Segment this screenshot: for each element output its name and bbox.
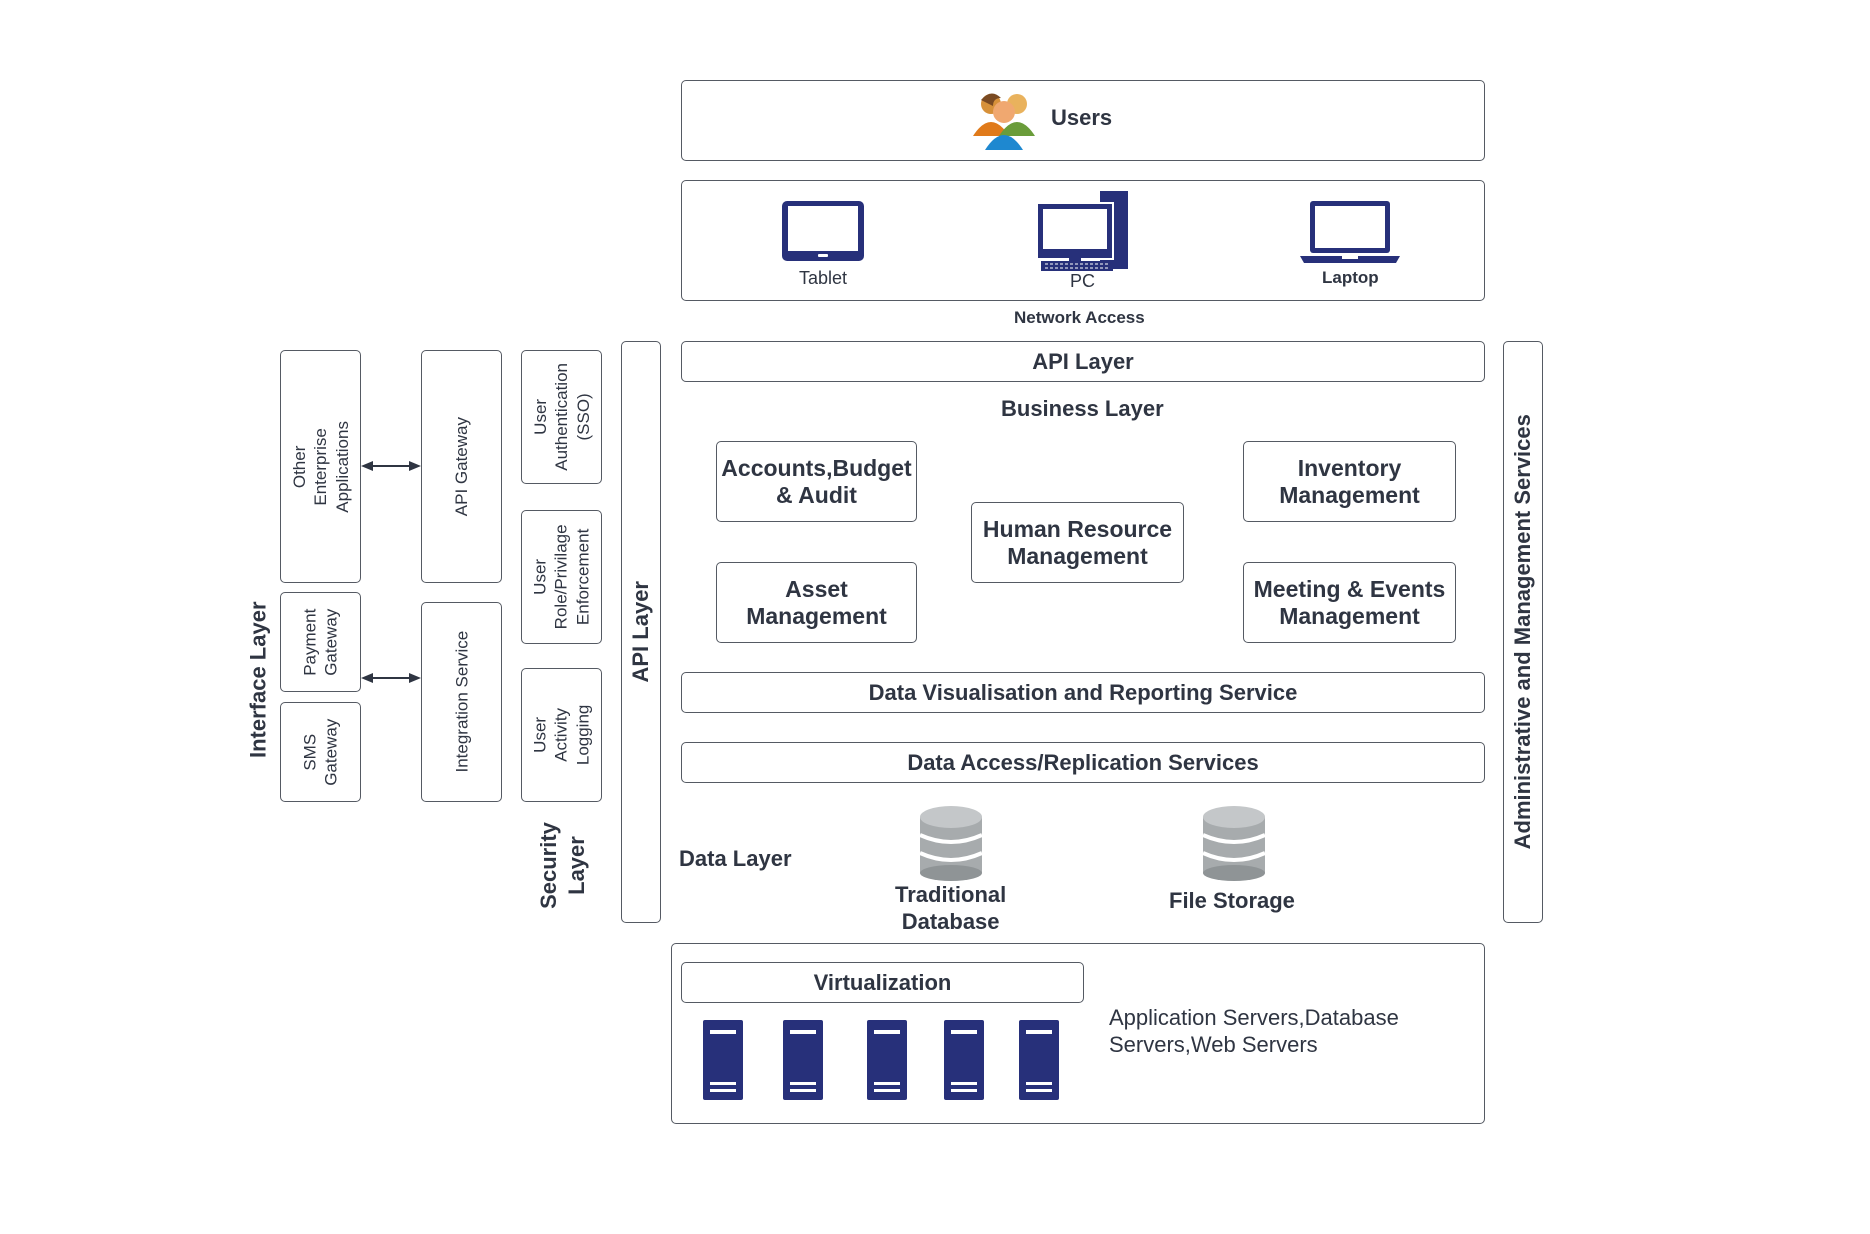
server-icon (944, 1020, 984, 1100)
bidirectional-arrow (361, 461, 421, 471)
security-user-activity-logging: User Activity Logging (521, 668, 602, 802)
server-icon (1019, 1020, 1059, 1100)
users-box: Users (681, 80, 1485, 161)
devices-box: Tablet PC Laptop (681, 180, 1485, 301)
module-inventory-management: Inventory Management (1243, 441, 1456, 522)
security-role-privilege-enforcement: User Role/Privilage Enforcement (521, 510, 602, 644)
servers-description: Application Servers,Database Servers,Web… (1109, 1005, 1399, 1057)
security-layer-title: Security Layer (535, 821, 589, 909)
module-accounts-budget-audit: Accounts,Budget & Audit (716, 441, 917, 522)
admin-services-bar: Administrative and Management Services (1503, 341, 1543, 923)
server-icon (783, 1020, 823, 1100)
bidirectional-arrow (361, 673, 421, 683)
device-label-tablet: Tablet (799, 268, 848, 288)
api-layer-top: API Layer (681, 341, 1485, 382)
security-user-authentication-sso: User Authentication (SSO) (521, 350, 602, 484)
virtualization-bar: Virtualization (681, 962, 1084, 1003)
infrastructure-box: Virtualization Application Servers,Datab… (671, 943, 1485, 1124)
api-gateway: API Gateway (421, 350, 502, 583)
database-icon (1202, 806, 1266, 881)
module-meeting-events-management: Meeting & Events Management (1243, 562, 1456, 643)
reporting-service-bar: Data Visualisation and Reporting Service (681, 672, 1485, 713)
users-group-icon (973, 93, 1035, 150)
other-enterprise-applications: Other Enterprise Applications (280, 350, 361, 583)
laptop-icon (1300, 201, 1400, 263)
store-label-file-storage: File Storage (1169, 888, 1295, 913)
store-label-traditional-database: Traditional Database (895, 882, 1007, 934)
server-icon (703, 1020, 743, 1100)
business-layer-title: Business Layer (1001, 396, 1164, 421)
server-icon (867, 1020, 907, 1100)
database-icon (919, 806, 983, 881)
api-layer-side: API Layer (621, 341, 661, 923)
device-label-laptop: Laptop (1322, 268, 1379, 287)
payment-gateway: Payment Gateway (280, 592, 361, 692)
data-layer-title: Data Layer (679, 846, 792, 871)
users-label: Users (1051, 105, 1113, 130)
sms-gateway: SMS Gateway (280, 702, 361, 802)
server-row (672, 1020, 1092, 1102)
tablet-icon (782, 201, 864, 261)
data-access-service-bar: Data Access/Replication Services (681, 742, 1485, 783)
interface-layer-title: Interface Layer (245, 601, 271, 759)
module-human-resource-management: Human Resource Management (971, 502, 1184, 583)
integration-service: Integration Service (421, 602, 502, 802)
desktop-pc-icon (1036, 191, 1128, 271)
network-access-label: Network Access (1014, 308, 1145, 327)
module-asset-management: Asset Management (716, 562, 917, 643)
device-label-pc: PC (1070, 271, 1096, 291)
